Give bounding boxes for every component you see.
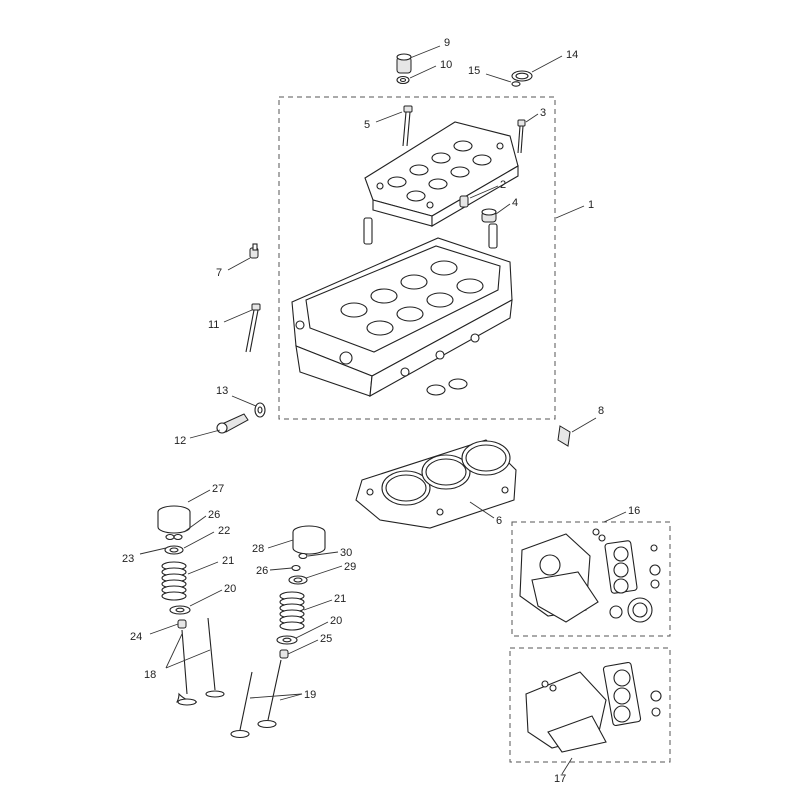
part-14-oring — [511, 70, 533, 82]
callout-4: 4 — [512, 197, 518, 209]
gasket-set-16-box — [511, 521, 671, 637]
callout-20-left: 20 — [224, 583, 236, 595]
gasket-set-16 — [519, 528, 661, 623]
callout-28: 28 — [252, 543, 264, 555]
part-18-valve-a — [176, 629, 198, 706]
part-6-head-gasket — [355, 439, 517, 529]
gasket-set-17-box — [509, 647, 671, 763]
part-19-valve-a — [230, 671, 253, 739]
callout-14: 14 — [566, 49, 578, 61]
part-21-spring-b — [279, 591, 305, 631]
callout-21-right: 21 — [334, 593, 346, 605]
callout-30: 30 — [340, 547, 352, 559]
part-4-seal — [481, 208, 497, 223]
callout-15: 15 — [468, 65, 480, 77]
callout-21-left: 21 — [222, 555, 234, 567]
callout-8: 8 — [598, 405, 604, 417]
callout-26-right: 26 — [256, 565, 268, 577]
cam-carrier — [364, 121, 519, 227]
gasket-set-17 — [525, 661, 662, 753]
callout-2: 2 — [500, 179, 506, 191]
callout-20-right: 20 — [330, 615, 342, 627]
cylinder-head-assembly-box — [278, 96, 556, 420]
callout-labels: 9 10 14 15 3 5 2 4 1 7 11 13 12 8 6 16 1… — [122, 37, 640, 785]
callout-1: 1 — [588, 199, 594, 211]
part-21-spring — [161, 561, 187, 601]
callout-9: 9 — [444, 37, 450, 49]
part-7-fitting — [249, 243, 259, 259]
oil-jet-left — [363, 217, 373, 245]
part-22-retainer — [164, 545, 184, 555]
callout-23: 23 — [122, 553, 134, 565]
part-19-valve-b — [257, 659, 282, 729]
part-27-bucket — [157, 505, 191, 534]
callout-25: 25 — [320, 633, 332, 645]
part-3-bolt — [517, 119, 526, 154]
part-28-bucket — [292, 525, 326, 555]
callout-17: 17 — [554, 773, 566, 785]
cylinder-head — [291, 237, 513, 397]
part-18-valve-b — [205, 617, 225, 698]
callout-5: 5 — [364, 119, 370, 131]
callout-13: 13 — [216, 385, 228, 397]
part-2-dowel — [459, 195, 469, 208]
part-26-collets — [165, 533, 183, 541]
callout-11: 11 — [208, 319, 219, 331]
callout-22: 22 — [218, 525, 230, 537]
part-24-stem-seal — [177, 619, 187, 629]
part-10-washer — [396, 75, 410, 85]
part-30-collet — [298, 552, 308, 560]
callout-19: 19 — [304, 689, 316, 701]
oil-jet-right — [488, 223, 498, 249]
callout-18: 18 — [144, 669, 156, 681]
part-8-fitting — [557, 425, 571, 447]
part-15-oring — [511, 81, 521, 87]
part-25-stem-seal — [279, 649, 289, 659]
callout-12: 12 — [174, 435, 186, 447]
part-11-bolt — [245, 303, 261, 353]
leader-lines — [139, 45, 627, 775]
part-5-bolt — [402, 105, 413, 147]
callout-24: 24 — [130, 631, 142, 643]
callout-6: 6 — [496, 515, 502, 527]
callout-16: 16 — [628, 505, 640, 517]
part-20-seat — [169, 605, 191, 615]
callout-7: 7 — [216, 267, 222, 279]
part-20-seat-b — [276, 635, 298, 645]
part-13-washer — [254, 402, 266, 418]
part-29-retainer — [288, 575, 308, 585]
part-9-sleeve — [396, 53, 412, 74]
callout-3: 3 — [540, 107, 546, 119]
callout-10: 10 — [440, 59, 452, 71]
callout-27: 27 — [212, 483, 224, 495]
callout-26-left: 26 — [208, 509, 220, 521]
part-26-collets-b — [291, 564, 301, 572]
part-12-sensor — [216, 413, 249, 434]
callout-29: 29 — [344, 561, 356, 573]
